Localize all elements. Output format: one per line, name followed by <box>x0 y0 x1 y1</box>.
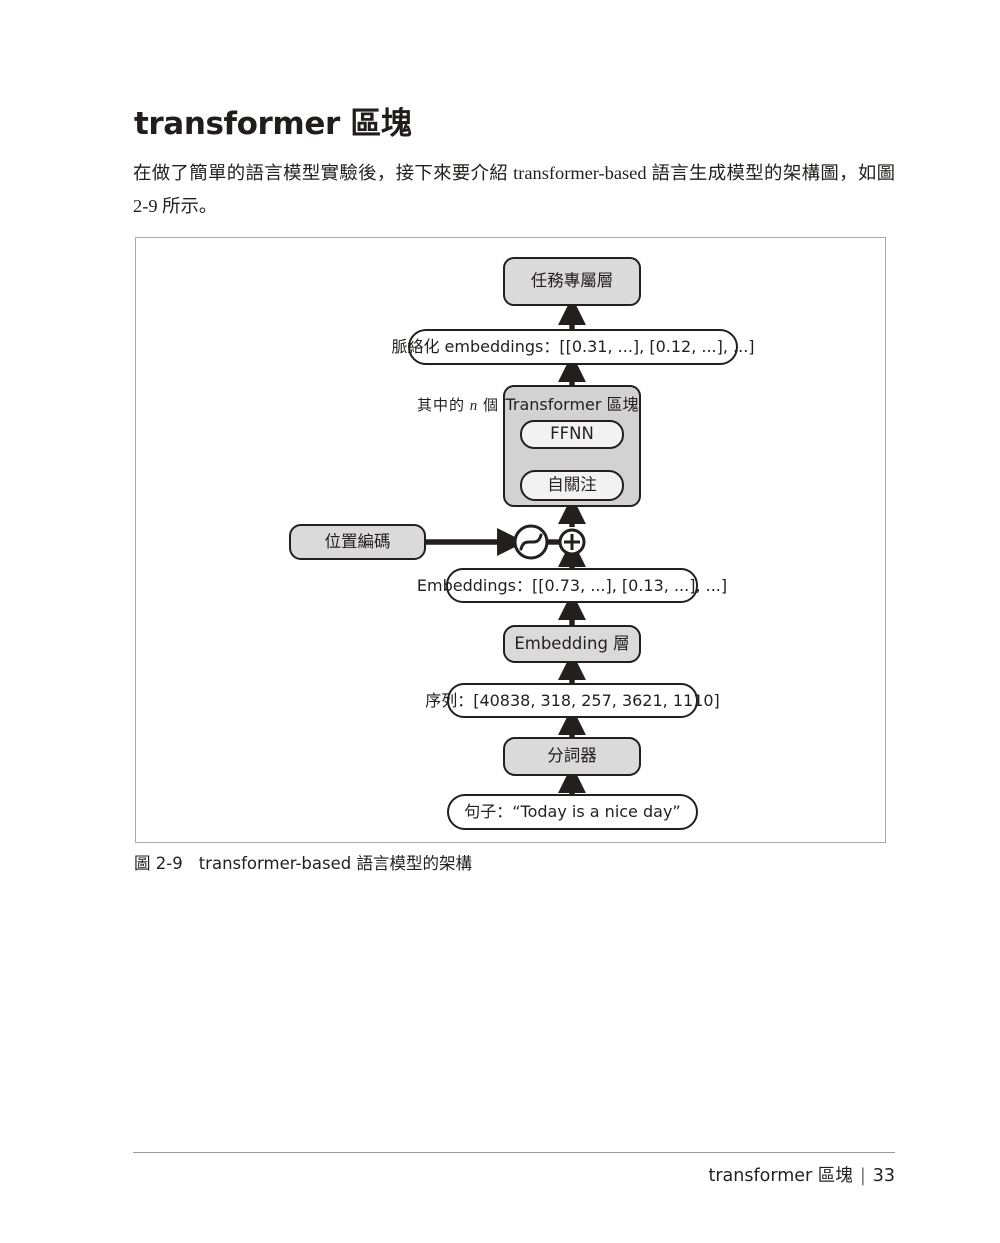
page-title: transformer 區塊 <box>134 106 412 142</box>
intro-paragraph: 在做了簡單的語言模型實驗後，接下來要介紹 transformer-based 語… <box>133 163 895 216</box>
figure-caption-label: 圖 2-9 <box>134 854 183 873</box>
footer-chapter-title: transformer 區塊 <box>708 1166 853 1186</box>
node-contextualized-embeddings: 脈絡化 embeddings：[[0.31, ...], [0.12, ...]… <box>391 329 755 365</box>
annotation-variable-n: n <box>469 398 479 414</box>
transformer-block-title: Transformer 區塊 <box>505 395 639 414</box>
diagram-connectors <box>426 297 586 794</box>
node-task-specific-layer: 任務專屬層 <box>503 257 641 306</box>
circle-plus-icon <box>558 528 586 556</box>
annotation-suffix: 個 <box>478 398 500 414</box>
node-embedding-layer: Embedding 層 <box>503 625 641 663</box>
footer-separator: | <box>859 1166 866 1186</box>
annotation-n-times: 其中的 n 個 <box>417 394 499 415</box>
figure-caption-text: transformer-based 語言模型的架構 <box>198 854 472 873</box>
sine-wave-circle-icon <box>513 524 549 560</box>
figure-container: 任務專屬層 脈絡化 embeddings：[[0.31, ...], [0.12… <box>135 237 886 843</box>
node-embeddings: Embeddings：[[0.73, ...], [0.13, ...], ..… <box>417 568 727 603</box>
figure-caption: 圖 2-9 transformer-based 語言模型的架構 <box>134 850 472 874</box>
node-tokenizer: 分詞器 <box>503 737 641 776</box>
node-sequence: 序列：[40838, 318, 257, 3621, 1110] <box>425 683 720 718</box>
footer: transformer 區塊 | 33 <box>708 1162 895 1187</box>
footer-page-number: 33 <box>872 1166 895 1186</box>
node-sentence: 句子：“Today is a nice day” <box>447 794 698 830</box>
footer-divider <box>133 1152 895 1153</box>
node-self-attention: 自關注 <box>520 470 624 501</box>
annotation-prefix: 其中的 <box>417 398 470 414</box>
node-positional-encoding: 位置編碼 <box>289 524 426 560</box>
node-ffnn: FFNN <box>520 420 624 449</box>
